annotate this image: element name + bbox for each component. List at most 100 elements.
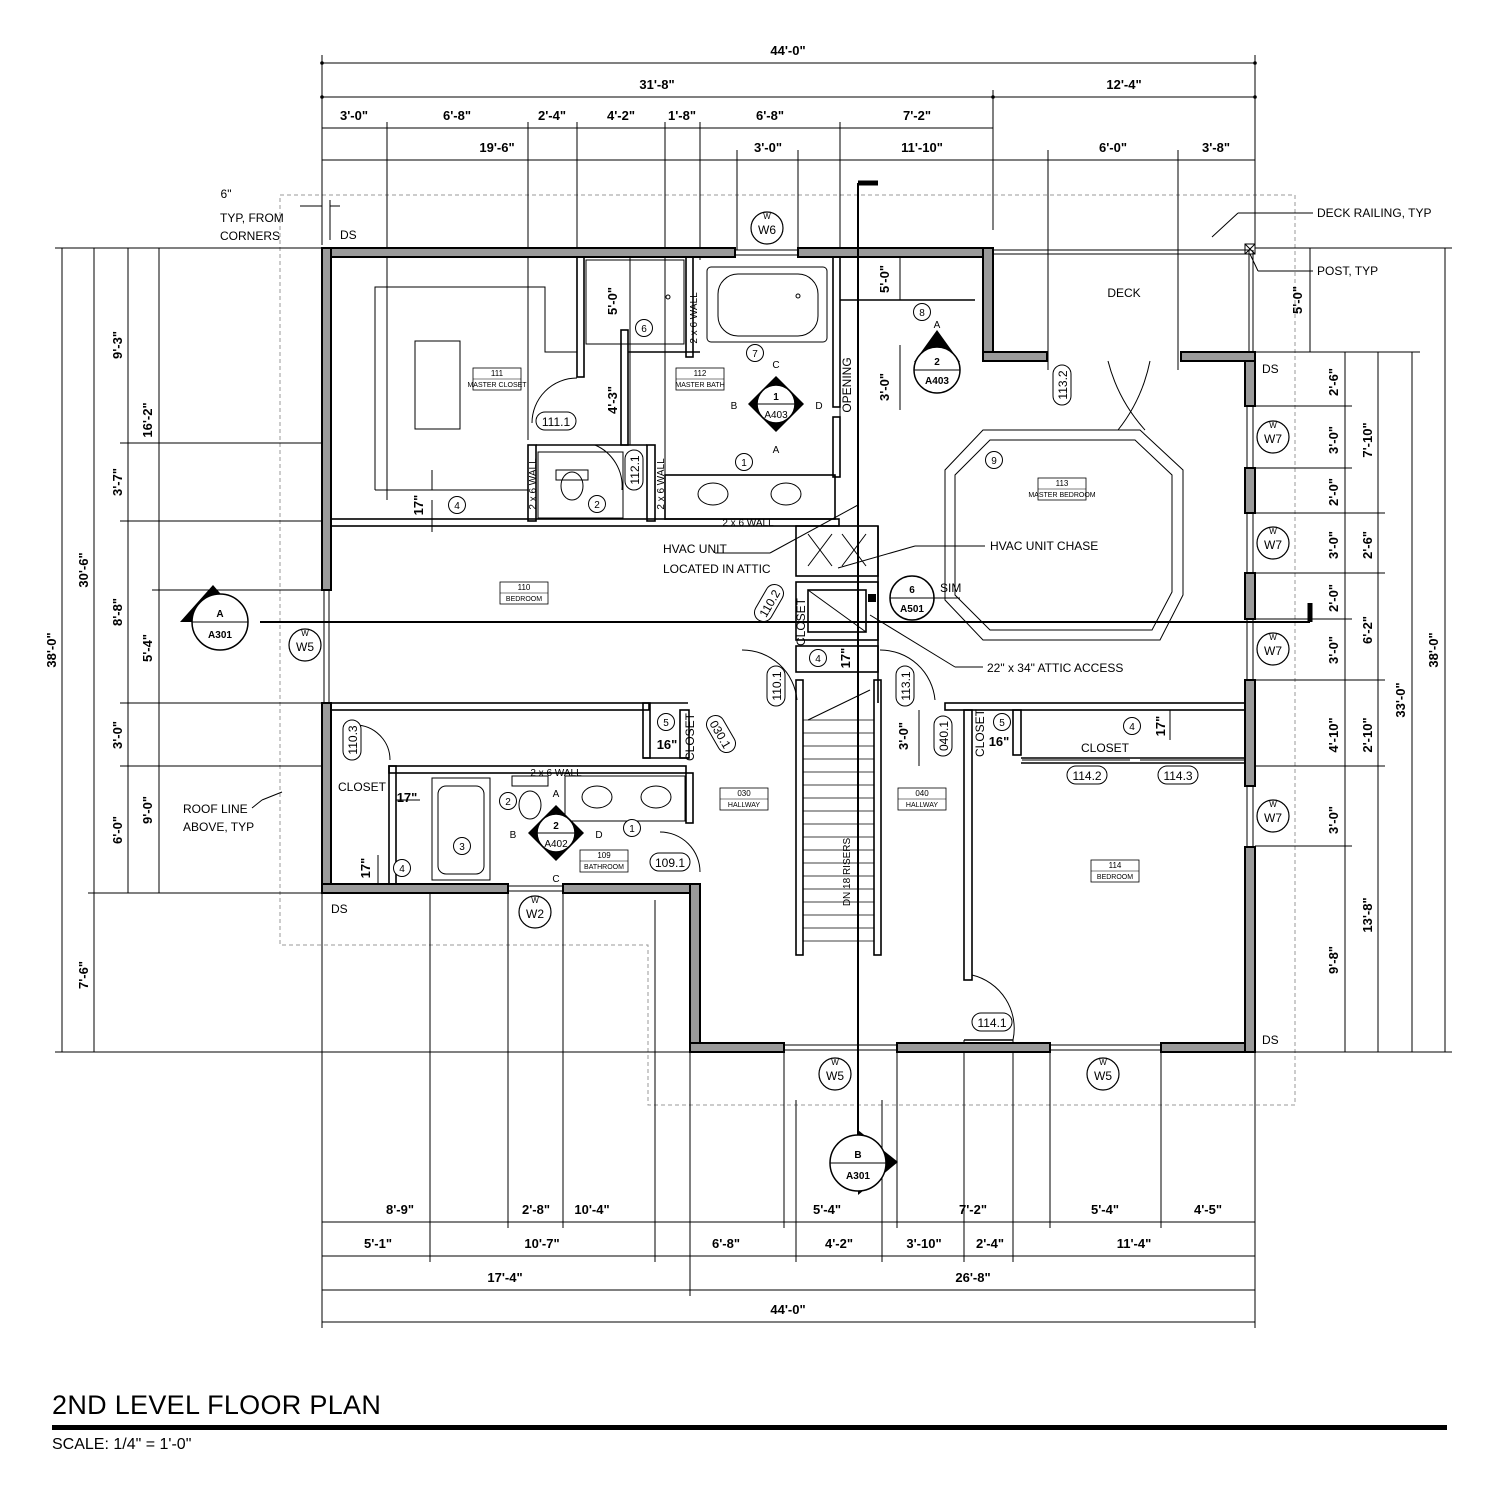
dim-top-a: 31'-8" [639, 77, 674, 92]
svg-text:6": 6" [221, 187, 232, 201]
svg-text:16": 16" [989, 734, 1010, 749]
svg-text:3'-0": 3'-0" [1326, 636, 1341, 664]
door-tag-113.2: 113.2 [1052, 364, 1072, 406]
svg-text:4'-2": 4'-2" [607, 108, 635, 123]
svg-text:4: 4 [815, 654, 821, 665]
svg-text:5'-0": 5'-0" [605, 287, 620, 315]
svg-text:HALLWAY: HALLWAY [728, 802, 760, 809]
svg-text:CLOSET: CLOSET [1081, 741, 1130, 755]
svg-text:111: 111 [491, 369, 504, 378]
svg-text:C: C [772, 360, 779, 371]
svg-text:A403: A403 [925, 376, 949, 387]
svg-text:W6: W6 [758, 223, 776, 237]
svg-text:4'-3": 4'-3" [605, 386, 620, 414]
svg-text:112.1: 112.1 [628, 455, 642, 484]
door-tag-110.2: 110.2 [754, 583, 784, 623]
svg-text:3: 3 [459, 842, 465, 853]
svg-text:CLOSET: CLOSET [973, 708, 987, 757]
svg-text:7'-6": 7'-6" [76, 961, 91, 989]
window-tag-w7: WW7 [1256, 526, 1290, 560]
section-mark-b: B A301 [829, 1130, 898, 1195]
keynote-6: 6 [635, 319, 653, 337]
opening-label: OPENING [840, 357, 854, 412]
svg-text:5'-0": 5'-0" [1290, 286, 1305, 314]
svg-text:DS: DS [331, 902, 348, 916]
svg-text:16'-2": 16'-2" [140, 402, 155, 437]
keynote-4: 4 [809, 649, 827, 667]
svg-text:6'-0": 6'-0" [110, 816, 125, 844]
tray-ceiling [944, 429, 1184, 641]
svg-text:16": 16" [657, 737, 678, 752]
right-dimensions: 5'-0" 38'-0" 33'-0" 7'-10" 2'-6" 6'-2" 2… [1255, 247, 1452, 1053]
svg-text:4: 4 [399, 864, 405, 875]
svg-text:114: 114 [1109, 861, 1122, 870]
svg-text:113.2: 113.2 [1056, 370, 1070, 399]
svg-text:2 x 6 WALL: 2 x 6 WALL [689, 292, 700, 344]
svg-text:19'-6": 19'-6" [479, 140, 514, 155]
shower [585, 259, 685, 345]
svg-text:6: 6 [641, 324, 647, 335]
svg-text:4: 4 [1129, 722, 1135, 733]
svg-text:BEDROOM: BEDROOM [1097, 874, 1133, 881]
svg-text:W7: W7 [1264, 538, 1282, 552]
svg-text:BEDROOM: BEDROOM [506, 596, 542, 603]
window-tag-w6: W W6 [750, 211, 784, 245]
exterior-walls [321, 247, 1256, 1053]
svg-text:A: A [934, 320, 941, 331]
svg-text:30'-6": 30'-6" [76, 552, 91, 587]
svg-text:2 x 6 WALL: 2 x 6 WALL [530, 768, 582, 779]
svg-text:D: D [815, 401, 822, 412]
svg-text:DS: DS [340, 228, 357, 242]
svg-text:2: 2 [594, 500, 600, 511]
svg-text:3'-10": 3'-10" [906, 1236, 941, 1251]
section-line-b [857, 180, 878, 1145]
window-tag-w7: W W7 [1256, 632, 1290, 666]
keynote-4: 4 [1123, 717, 1141, 735]
svg-text:A: A [553, 789, 560, 800]
svg-text:2: 2 [934, 357, 940, 368]
svg-text:113.1: 113.1 [899, 671, 913, 700]
svg-text:POST, TYP: POST, TYP [1317, 264, 1378, 278]
svg-text:W5: W5 [1094, 1069, 1112, 1083]
svg-text:B: B [510, 830, 517, 841]
keynote-5: 5 [993, 713, 1011, 731]
svg-text:17": 17" [1153, 716, 1168, 737]
svg-text:3'-0": 3'-0" [1326, 531, 1341, 559]
svg-text:A402: A402 [544, 839, 568, 850]
svg-text:5'-4": 5'-4" [813, 1202, 841, 1217]
svg-text:A301: A301 [208, 630, 232, 641]
svg-text:2'-6": 2'-6" [1360, 531, 1375, 559]
svg-text:A403: A403 [764, 410, 788, 421]
svg-text:W2: W2 [526, 907, 544, 921]
svg-text:W: W [1269, 800, 1277, 809]
svg-text:9'-8": 9'-8" [1326, 946, 1341, 974]
svg-text:112: 112 [694, 369, 707, 378]
svg-text:3'-0": 3'-0" [754, 140, 782, 155]
svg-text:4'-5": 4'-5" [1194, 1202, 1222, 1217]
detail-mark-2-a403: A 2 A403 [913, 320, 961, 394]
door-tag-114.3: 114.3 [1157, 765, 1199, 785]
section-line-a [260, 603, 1313, 623]
stair-break-line [807, 689, 871, 721]
svg-text:W7: W7 [1264, 644, 1282, 658]
svg-text:5: 5 [663, 718, 669, 729]
svg-text:CORNERS: CORNERS [220, 229, 280, 243]
keynote-2: 2 [588, 495, 606, 513]
svg-text:2'-4": 2'-4" [538, 108, 566, 123]
svg-text:W: W [1269, 633, 1277, 642]
window-glazing [323, 249, 1254, 1051]
svg-text:110.3: 110.3 [346, 725, 360, 754]
svg-text:LOCATED IN ATTIC: LOCATED IN ATTIC [663, 562, 771, 576]
svg-text:W: W [831, 1058, 839, 1067]
svg-text:7: 7 [752, 349, 758, 360]
top-dimensions: 44'-0" 31'-8" 12'-4" 3'-0" 6'-8" 2'-4" 4… [320, 43, 1257, 520]
svg-text:3'-0": 3'-0" [896, 722, 911, 750]
svg-text:W: W [763, 212, 771, 221]
svg-text:040.1: 040.1 [937, 721, 951, 751]
keynote-9: 9 [985, 451, 1003, 469]
svg-text:3'-7": 3'-7" [110, 468, 125, 496]
door-tag-110.1: 110.1 [766, 665, 786, 707]
svg-text:38'-0": 38'-0" [1426, 632, 1441, 667]
